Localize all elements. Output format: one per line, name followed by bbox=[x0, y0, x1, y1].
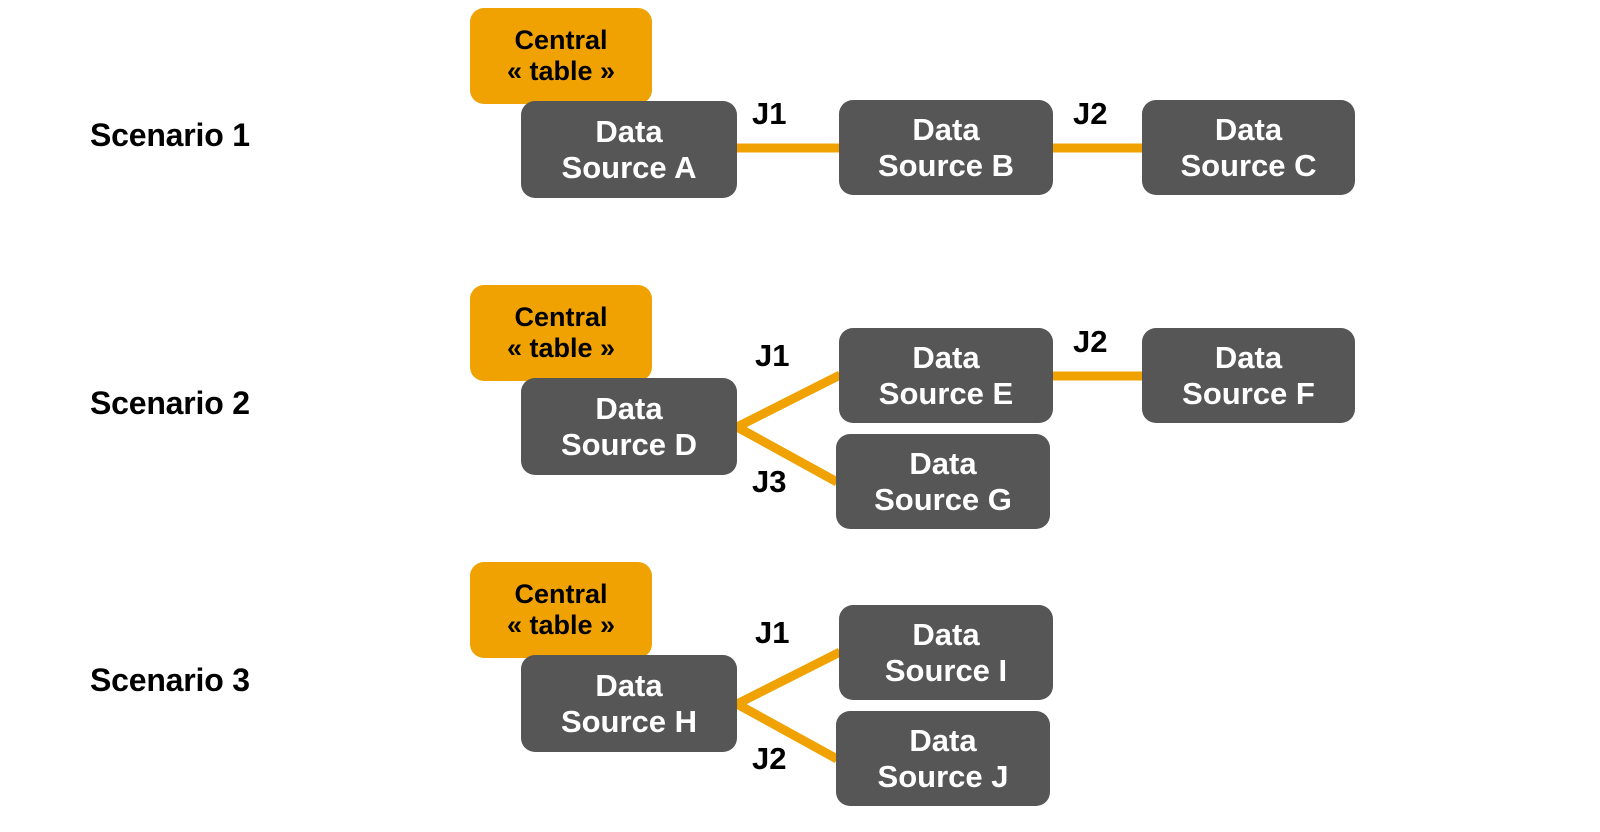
join-label: J3 bbox=[752, 464, 787, 499]
join-label: J2 bbox=[752, 741, 787, 776]
central-table-label-line1: Central bbox=[514, 25, 608, 56]
data-source-label-line1: Data bbox=[912, 617, 980, 653]
central-table-label-line2: « table » bbox=[506, 333, 616, 363]
join-label: J1 bbox=[755, 338, 790, 373]
data-source-label-line2: Source D bbox=[560, 426, 698, 462]
data-source-label-line1: Data bbox=[595, 668, 663, 704]
data-source-label-line2: Source J bbox=[877, 758, 1009, 794]
central-table-label-line1: Central bbox=[514, 302, 608, 333]
data-source-label-line2: Source H bbox=[560, 703, 698, 739]
data-source-label-line1: Data bbox=[912, 112, 980, 148]
data-source-label-line2: Source F bbox=[1182, 375, 1315, 411]
data-source-label-line1: Data bbox=[912, 340, 980, 376]
data-source-label-line2: Source E bbox=[878, 375, 1014, 411]
data-source-label-line1: Data bbox=[1214, 340, 1283, 376]
central-table-label-line2: « table » bbox=[506, 56, 616, 86]
data-source-label-line1: Data bbox=[595, 391, 663, 427]
data-source-label-line1: Data bbox=[909, 446, 977, 482]
central-table-box: Central« table » bbox=[470, 8, 652, 104]
central-table-box: Central« table » bbox=[470, 562, 652, 658]
data-source-label-line1: Data bbox=[909, 723, 977, 759]
data-source-label-line2: Source B bbox=[877, 147, 1015, 183]
data-source-label-line2: Source C bbox=[1180, 147, 1317, 183]
join-label: J1 bbox=[755, 615, 790, 650]
connector-line bbox=[734, 647, 843, 709]
central-table-label-line2: « table » bbox=[506, 610, 616, 640]
join-label: J2 bbox=[1073, 96, 1108, 131]
scenario-label: Scenario 3 bbox=[90, 662, 250, 698]
scenario-label: Scenario 1 bbox=[90, 117, 250, 153]
scenario-label: Scenario 2 bbox=[90, 385, 250, 421]
data-source-label-line2: Source A bbox=[561, 149, 697, 185]
central-table-label-line1: Central bbox=[514, 579, 608, 610]
join-label: J1 bbox=[752, 96, 787, 131]
join-label: J2 bbox=[1073, 324, 1108, 359]
data-source-label-line2: Source G bbox=[874, 481, 1012, 517]
data-source-label-line2: Source I bbox=[884, 652, 1008, 688]
data-source-label-line1: Data bbox=[1214, 112, 1283, 148]
connector-line bbox=[734, 370, 843, 432]
data-source-label-line1: Data bbox=[595, 114, 663, 150]
central-table-box: Central« table » bbox=[470, 285, 652, 381]
